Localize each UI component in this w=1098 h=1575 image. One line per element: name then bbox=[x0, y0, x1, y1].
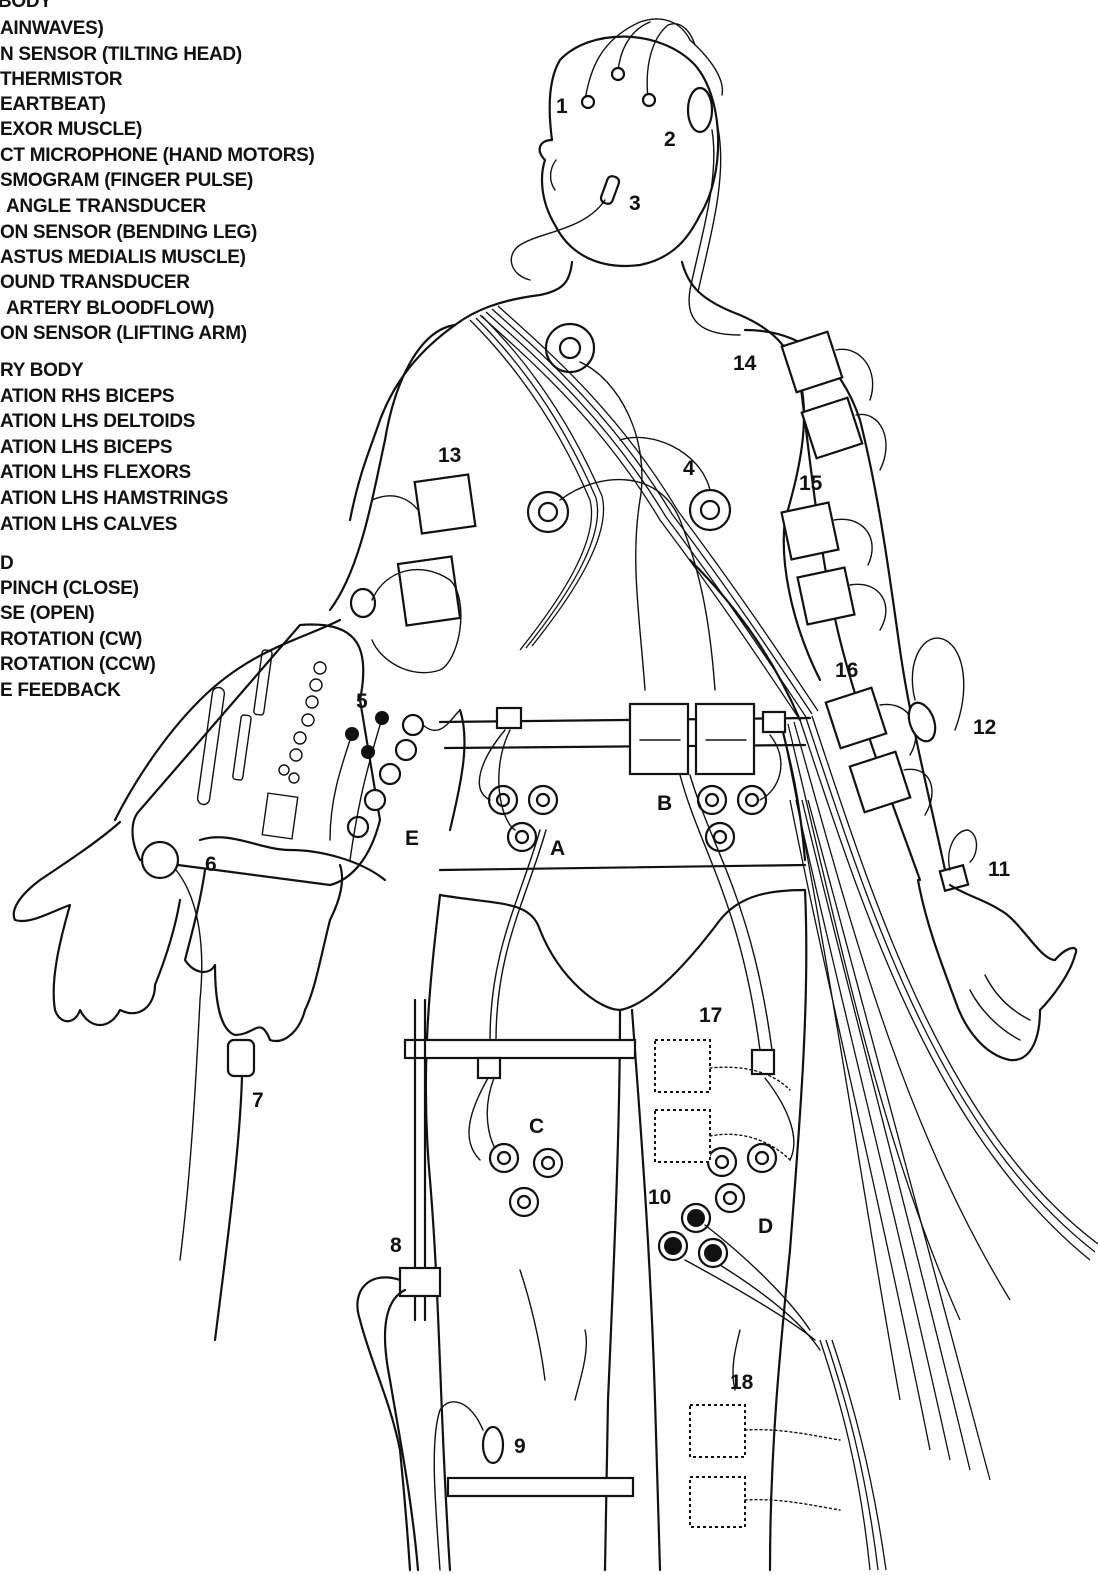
callout-15: 15 bbox=[799, 472, 823, 495]
head bbox=[540, 37, 719, 266]
callout-D: D bbox=[758, 1215, 773, 1238]
hand-motor-electrodes bbox=[330, 710, 460, 860]
callout-E: E bbox=[405, 827, 419, 850]
callout-4: 4 bbox=[683, 457, 695, 480]
legs bbox=[426, 890, 806, 1570]
callout-6: 6 bbox=[205, 853, 217, 876]
eeg-electrodes bbox=[582, 19, 695, 108]
thigh-electrodes bbox=[490, 1144, 776, 1216]
callout-9: 9 bbox=[514, 1435, 526, 1458]
callout-12: 12 bbox=[973, 716, 996, 739]
callout-11: 11 bbox=[988, 858, 1011, 881]
callout-17: 17 bbox=[699, 1004, 722, 1027]
knee-angle-transducer bbox=[357, 1000, 635, 1570]
head-tilt-sensor bbox=[688, 40, 740, 335]
callout-C: C bbox=[529, 1115, 544, 1138]
forearm-sensor bbox=[904, 638, 964, 745]
callout-10: 10 bbox=[648, 1186, 671, 1209]
callout-5: 5 bbox=[356, 690, 368, 713]
callout-18: 18 bbox=[730, 1371, 754, 1394]
callout-3: 3 bbox=[629, 192, 641, 215]
callout-2: 2 bbox=[664, 128, 676, 151]
leg-cables bbox=[820, 1340, 886, 1570]
waist-belt bbox=[440, 704, 810, 774]
wrist-bloodflow-transducer bbox=[940, 830, 977, 891]
callout-1: 1 bbox=[556, 95, 568, 118]
torso-cable-bundle bbox=[470, 306, 818, 720]
callout-A: A bbox=[550, 837, 565, 860]
callout-B: B bbox=[657, 792, 672, 815]
right-hand bbox=[14, 822, 342, 1340]
callout-7: 7 bbox=[252, 1089, 264, 1112]
left-hand bbox=[918, 880, 1076, 1060]
vastus-medialis-electrodes bbox=[659, 1204, 820, 1350]
callout-14: 14 bbox=[733, 352, 757, 375]
right-side-cables bbox=[782, 716, 1098, 1480]
callout-13: 13 bbox=[438, 444, 461, 467]
left-arm bbox=[745, 330, 945, 880]
callout-8: 8 bbox=[390, 1234, 402, 1257]
callout-16: 16 bbox=[835, 659, 858, 682]
